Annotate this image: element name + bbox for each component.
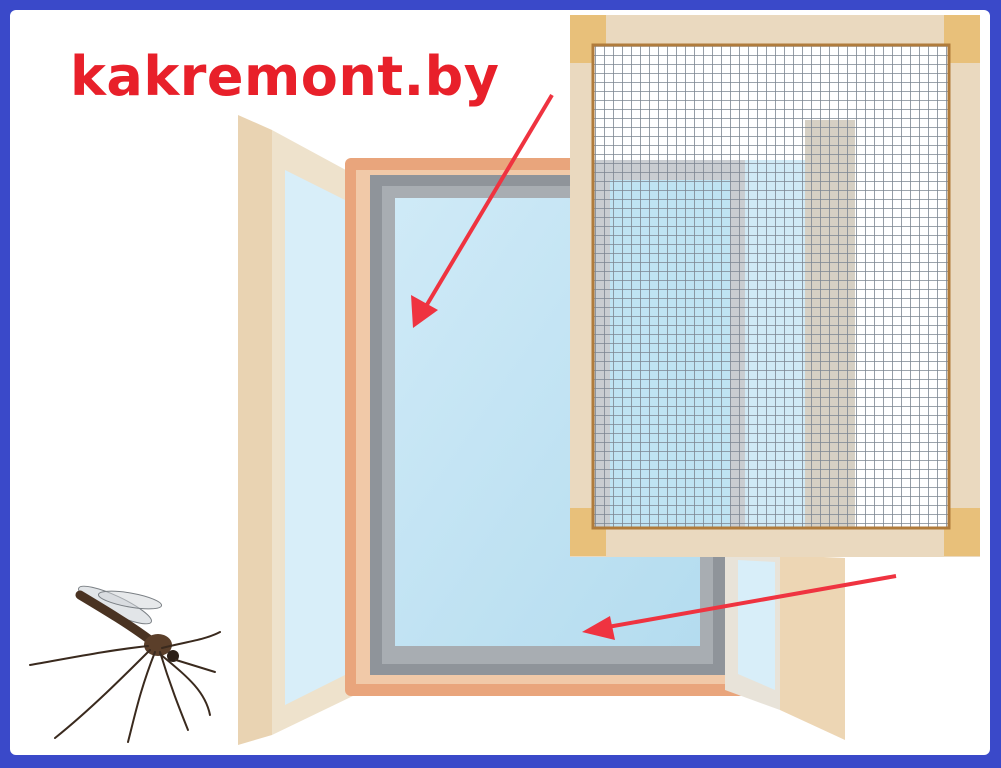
arrow-icon — [582, 574, 897, 640]
window-illustration — [29, 15, 980, 745]
left-open-sash — [238, 115, 355, 745]
mosquito-icon — [29, 585, 221, 743]
arrow-icon — [411, 93, 554, 328]
image-frame: kakremont.by — [10, 10, 990, 755]
site-watermark: kakremont.by — [70, 45, 500, 108]
right-open-sash — [725, 550, 845, 740]
mosquito-net-inset — [570, 15, 980, 557]
